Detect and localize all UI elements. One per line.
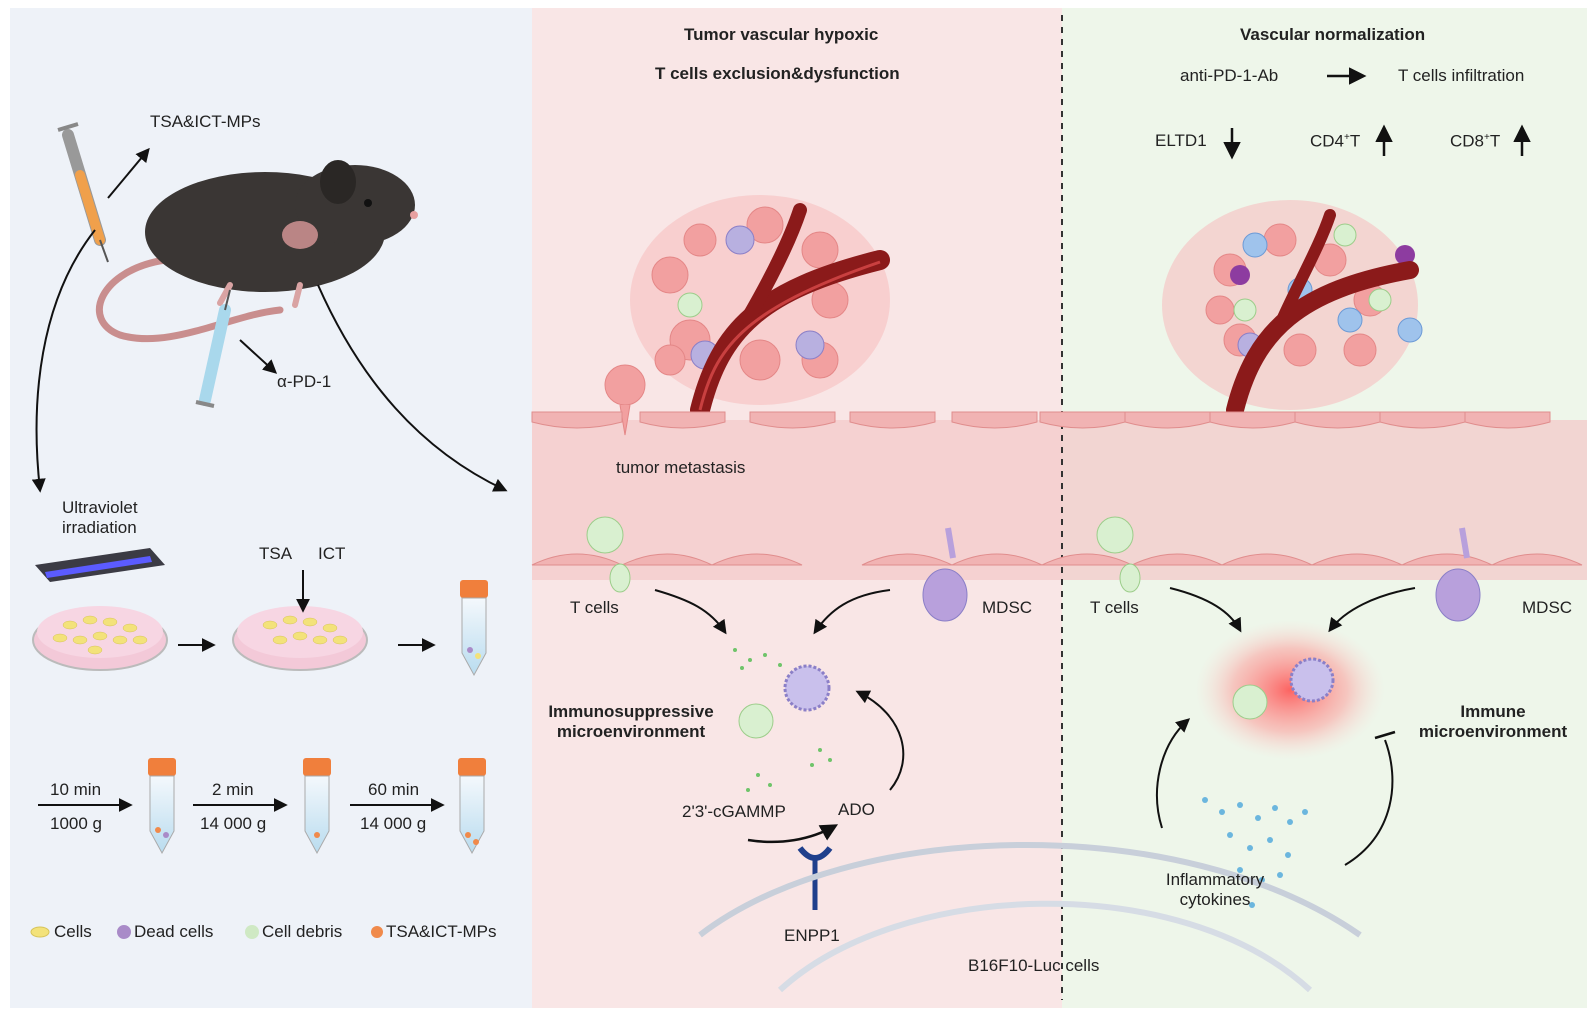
endothelial-band xyxy=(532,420,1587,580)
antibody-right: anti-PD-1-Ab xyxy=(1180,66,1279,85)
arrow-to-uv xyxy=(31,229,96,493)
tube-1 xyxy=(148,758,176,855)
step-3-force: 14 000 g xyxy=(360,814,427,833)
cd4-label: CD4+T xyxy=(1310,128,1360,152)
step-1-force: 1000 g xyxy=(50,814,102,833)
tcell-crossing-right xyxy=(1096,516,1141,593)
cell-membrane-outer xyxy=(698,842,1362,938)
arrow-to-middle xyxy=(317,284,508,492)
ado-label: ADO xyxy=(838,800,875,819)
tcells-label-right: T cells xyxy=(1090,598,1139,617)
step-1-time: 10 min xyxy=(50,780,102,799)
syringe-bottom xyxy=(195,289,231,408)
infiltration-label: T cells infiltration xyxy=(1398,66,1525,85)
immunosuppressive-label-2: microenvironment xyxy=(556,722,706,741)
cytokines-label-1: Inflammatory xyxy=(1165,870,1265,889)
legend-icon-cells xyxy=(30,926,50,938)
arrow-to-injection xyxy=(107,147,150,199)
cd4-sup: + xyxy=(1344,132,1350,143)
mdsc-middle xyxy=(783,664,831,712)
mdsc-crossing-right xyxy=(1435,527,1481,622)
legend-mps: TSA&ICT-MPs xyxy=(386,922,497,941)
uv-lamp-icon xyxy=(35,548,165,582)
ict-label: ICT xyxy=(318,544,346,563)
inhibition-line xyxy=(1344,739,1394,866)
antibody-label: α-PD-1 xyxy=(277,372,332,391)
cd8-tail: T xyxy=(1489,131,1501,151)
endothelium-top xyxy=(531,411,1551,429)
tumor-right xyxy=(1162,200,1423,419)
enpp1-label: ENPP1 xyxy=(784,926,840,945)
cell-membrane-inner xyxy=(777,900,1313,993)
middle-title-2: T cells exclusion&dysfunction xyxy=(655,64,900,83)
arrow-cytokines-up xyxy=(1156,718,1191,829)
arrow-tcell-right xyxy=(1169,587,1242,633)
cd8-label: CD8+T xyxy=(1450,128,1500,152)
tcell-right xyxy=(1232,684,1268,720)
legend-icon-cell-debris xyxy=(245,925,259,939)
middle-title-1: Tumor vascular hypoxic xyxy=(684,25,879,44)
cgamp-dots xyxy=(733,648,832,792)
metastasis-cell xyxy=(604,364,646,436)
tube-top xyxy=(460,580,488,677)
tcell-middle xyxy=(738,703,774,739)
injection-label: TSA&ICT-MPs xyxy=(150,112,261,131)
arrow-mdsc-middle xyxy=(813,589,891,635)
cytokines-label-2: cytokines xyxy=(1179,890,1251,909)
legend-icon-dead-cells xyxy=(117,925,131,939)
tube-2 xyxy=(303,758,331,855)
arrow-tcell-middle xyxy=(654,589,727,635)
tube-3 xyxy=(458,758,486,855)
tsa-label: TSA xyxy=(259,544,293,563)
arrow-to-antibody xyxy=(239,339,278,374)
immune-glow xyxy=(1195,620,1385,760)
mdsc-label-right: MDSC xyxy=(1522,598,1573,617)
b16f10-label: B16F10-Luc cells xyxy=(968,956,1100,975)
immune-label-1: Immune xyxy=(1460,702,1526,721)
petri-dish-2 xyxy=(232,606,368,671)
legend-dead-cells: Dead cells xyxy=(134,922,214,941)
cd4-tail: T xyxy=(1349,131,1361,151)
syringe-top xyxy=(57,122,109,263)
right-title: Vascular normalization xyxy=(1240,25,1426,44)
legend-cell-debris: Cell debris xyxy=(262,922,343,941)
cd8-sup: + xyxy=(1484,132,1490,143)
mouse-illustration xyxy=(96,160,418,343)
arrow-mdsc-right xyxy=(1328,587,1416,633)
arrow-ado-mdsc xyxy=(855,690,905,791)
arrow-cgamp-ado xyxy=(747,824,839,844)
immunosuppressive-label-1: Immunosuppressive xyxy=(548,702,714,721)
eltd1-label: ELTD1 xyxy=(1155,131,1207,150)
legend-cells: Cells xyxy=(54,922,92,941)
tcell-crossing-middle xyxy=(586,516,631,593)
legend-icon-mps xyxy=(371,926,383,938)
step-2-time: 2 min xyxy=(212,780,254,799)
tcells-label-middle: T cells xyxy=(570,598,619,617)
cgamp-label: 2'3'-cGAMMP xyxy=(682,802,786,821)
enpp1-receptor-icon xyxy=(797,846,833,910)
tumor-middle xyxy=(630,195,890,420)
immune-label-2: microenvironment xyxy=(1418,722,1568,741)
uv-label-line1: Ultraviolet xyxy=(62,498,138,517)
uv-label-line2: irradiation xyxy=(62,518,137,537)
step-2-force: 14 000 g xyxy=(200,814,267,833)
cd8-base: CD8 xyxy=(1450,131,1485,151)
mdsc-crossing-middle xyxy=(922,527,968,622)
mdsc-right xyxy=(1289,657,1335,703)
petri-dish-1 xyxy=(32,606,168,671)
step-3-time: 60 min xyxy=(368,780,420,799)
mdsc-label-middle: MDSC xyxy=(982,598,1033,617)
inhibition-bar xyxy=(1374,730,1396,740)
cytokine-dots xyxy=(1202,797,1308,908)
metastasis-label: tumor metastasis xyxy=(616,458,746,477)
cd4-base: CD4 xyxy=(1310,131,1345,151)
